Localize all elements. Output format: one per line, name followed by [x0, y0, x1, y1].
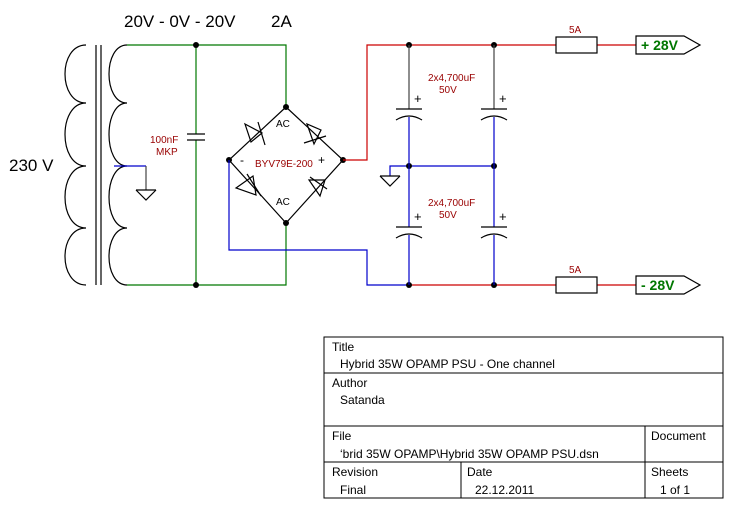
- title-block-title-label: Title: [332, 340, 355, 354]
- fuse-top-label: 5A: [569, 25, 582, 36]
- title-block-revision: Final: [340, 483, 366, 497]
- output-terminal-positive: [635, 35, 702, 55]
- title-block-author-label: Author: [332, 376, 367, 390]
- bridge-diode: [234, 173, 262, 197]
- snubber-capacitor-value: 100nF: [150, 135, 178, 146]
- output-negative-label: - 28V: [641, 277, 675, 293]
- caps-bottom-value: 2x4,700uF: [428, 198, 475, 209]
- fuse-bottom: [555, 276, 598, 294]
- bridge-minus-label: -: [240, 153, 244, 167]
- title-block-revision-label: Revision: [332, 465, 378, 479]
- title-block-author: Satanda: [340, 393, 385, 407]
- snubber-capacitor-type: MKP: [156, 147, 178, 158]
- caps-top-value: 2x4,700uF: [428, 73, 475, 84]
- fuse-top: [555, 36, 598, 54]
- cap-polarity-mark: +: [499, 209, 507, 224]
- transformer-secondary-coil: [108, 44, 128, 286]
- title-block-date-label: Date: [467, 465, 493, 479]
- junction-dot: [283, 220, 289, 226]
- title-block-sheets: 1 of 1: [660, 483, 690, 497]
- title-block-date: 22.12.2011: [475, 483, 534, 497]
- caps-bottom-voltage: 50V: [439, 210, 457, 221]
- ground-rail-wire: [389, 165, 494, 176]
- bridge-ac-top-label: AC: [276, 119, 290, 130]
- cap-polarity-mark: +: [414, 91, 422, 106]
- current-rating-label: 2A: [271, 12, 292, 31]
- bridge-plus-label: +: [318, 153, 325, 167]
- bridge-diode: [243, 121, 266, 146]
- ground-symbol-left: [135, 189, 157, 201]
- secondary-voltage-label: 20V - 0V - 20V: [124, 12, 236, 31]
- electrolytic-capacitor-c3: [395, 226, 423, 239]
- bridge-diode: [307, 176, 328, 198]
- title-block: [323, 336, 724, 499]
- secondary-top-wire: [127, 44, 287, 107]
- cap-polarity-mark: +: [499, 91, 507, 106]
- title-block-file: ‘brid 35W OPAMP\Hybrid 35W OPAMP PSU.dsn: [340, 447, 599, 461]
- bridge-diode: [303, 122, 327, 146]
- junction-dot: [283, 104, 289, 110]
- junction-dot: [193, 282, 199, 288]
- ground-symbol-right: [379, 175, 401, 187]
- bridge-ac-bottom-label: AC: [276, 197, 290, 208]
- transformer-primary-coil: [64, 44, 87, 286]
- title-block-document-label: Document: [651, 429, 706, 443]
- bridge-rectifier: [228, 106, 344, 224]
- negative-rail-wire: [228, 160, 409, 286]
- positive-rail-wire: [343, 44, 556, 161]
- electrolytic-capacitor-c4: [480, 226, 508, 239]
- junction-dot: [193, 42, 199, 48]
- fuse-bottom-label: 5A: [569, 265, 582, 276]
- primary-voltage-label: 230 V: [9, 156, 54, 175]
- electrolytic-capacitor-c1: [395, 108, 423, 121]
- cap-polarity-mark: +: [414, 209, 422, 224]
- output-terminal-negative: [635, 275, 702, 295]
- bridge-part-label: BYV79E-200: [255, 159, 313, 170]
- snubber-capacitor: [187, 133, 205, 141]
- title-block-file-label: File: [332, 429, 352, 443]
- secondary-bottom-wire: [127, 223, 287, 286]
- caps-top-voltage: 50V: [439, 85, 457, 96]
- transformer: [64, 44, 128, 286]
- title-block-sheets-label: Sheets: [651, 465, 688, 479]
- output-positive-label: + 28V: [641, 37, 679, 53]
- electrolytic-capacitor-c2: [480, 108, 508, 121]
- title-block-title: Hybrid 35W OPAMP PSU - One channel: [340, 357, 555, 371]
